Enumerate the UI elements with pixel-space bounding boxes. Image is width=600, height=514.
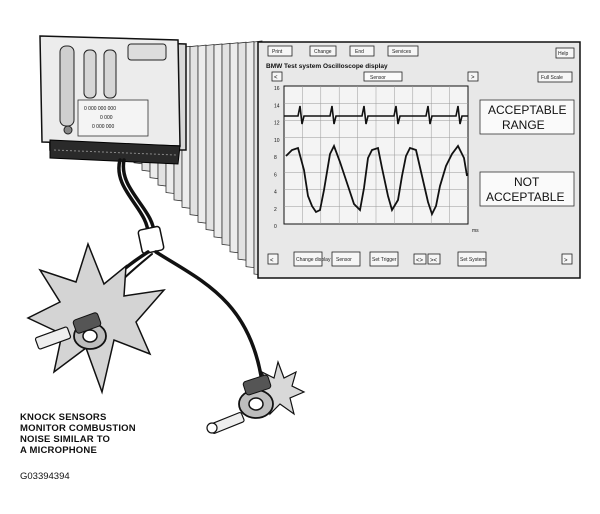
zoom-in-button[interactable] [413,253,427,265]
not-acceptable-label-line-2: ACCEPTABLE [486,190,564,204]
change-display-button[interactable] [293,251,323,267]
not-acceptable-box: NOT ACCEPTABLE [479,171,575,207]
y-tick-label: 16 [274,86,280,92]
zoom-out-icon: >< [430,258,438,264]
ecu-label-line-3: 0 000 000 [92,124,114,130]
stacked-panel [197,44,207,224]
help-button-label: Help [558,51,569,57]
stacked-panel [205,44,215,231]
y-tick-label: 0 [274,224,277,230]
plot-grid [284,86,468,224]
y-tick-label: 8 [274,155,277,161]
stacked-panel [189,45,199,217]
ecu-label-line-1: 0 000 000 000 [84,106,116,112]
upper-trace [284,105,468,125]
acceptable-range-box: ACCEPTABLE RANGE [479,99,575,135]
y-tick-label: 4 [274,190,277,196]
y-tick-label: 6 [274,172,277,178]
not-acceptable-label-line-1: NOT [514,175,540,189]
caption: KNOCK SENSORS MONITOR COMBUSTION NOISE S… [20,412,136,456]
ecu-label-line-2: 0 000 [100,115,113,121]
top-button-bar: Print Change End Services Help [267,45,575,59]
set-trigger-label: Set Trigger [372,257,397,263]
left-arrow-icon: < [274,75,278,81]
set-system-button[interactable] [457,251,487,267]
services-button[interactable] [387,45,419,57]
right-arrow-button[interactable] [467,71,479,82]
screen-title: BMW Test system Oscilloscope display [266,63,388,70]
oscilloscope-screen: Print Change End Services Help BMW Test … [257,41,581,279]
print-button[interactable] [267,45,293,57]
caption-line-3: NOISE SIMILAR TO [20,434,111,445]
y-tick-label: 2 [274,207,277,213]
end-button-label: End [355,49,364,55]
full-scale-label: Full Scale [541,75,563,81]
left-arrow-button[interactable] [271,71,283,82]
channel-label: Sensor [370,75,386,81]
figure-id: G03394394 [20,471,70,482]
y-tick-label: 14 [274,103,280,109]
sensor-button-label: Sensor [336,257,352,263]
change-button-label: Change [314,49,332,55]
knock-sensor-1 [26,241,166,395]
set-trigger-button[interactable] [369,251,399,267]
caption-line-4: A MICROPHONE [20,445,97,456]
set-system-label: Set System [460,257,486,263]
acceptable-label-line-1: ACCEPTABLE [488,103,566,117]
stacked-panel [245,41,255,269]
y-tick-label: 10 [274,138,280,144]
change-button[interactable] [309,45,337,57]
end-button[interactable] [349,45,375,57]
stacked-panel [229,42,239,254]
print-button-label: Print [272,49,283,55]
x-unit-label: ms [472,228,479,234]
bottom-left-arrow-button[interactable] [267,253,279,265]
bottom-left-arrow-icon: < [270,258,274,264]
services-button-label: Services [392,49,412,55]
full-scale-button[interactable] [537,71,573,83]
right-arrow-icon: > [471,75,475,81]
caption-line-2: MONITOR COMBUSTION [20,423,136,434]
help-button[interactable] [555,47,575,59]
ecu-module: 0 000 000 000 0 000 0 000 000 [39,35,187,165]
acceptable-label-line-2: RANGE [502,118,545,132]
y-tick-labels: 16 14 12 10 8 6 4 2 0 [274,86,280,230]
knock-signal-trace [285,143,468,217]
stacked-panel [213,43,223,239]
y-tick-label: 12 [274,121,280,127]
change-display-label: Change display [296,257,331,263]
stacked-panel [221,42,231,246]
stacked-panel [237,41,247,261]
zoom-in-icon: <> [416,258,424,264]
knock-sensor-2 [206,359,306,435]
bottom-right-arrow-icon: > [564,258,568,264]
sensor-button[interactable] [331,251,361,267]
caption-line-1: KNOCK SENSORS [20,412,107,423]
zoom-out-button[interactable] [427,253,441,265]
bottom-right-arrow-button[interactable] [561,253,573,265]
channel-field[interactable] [363,71,403,82]
